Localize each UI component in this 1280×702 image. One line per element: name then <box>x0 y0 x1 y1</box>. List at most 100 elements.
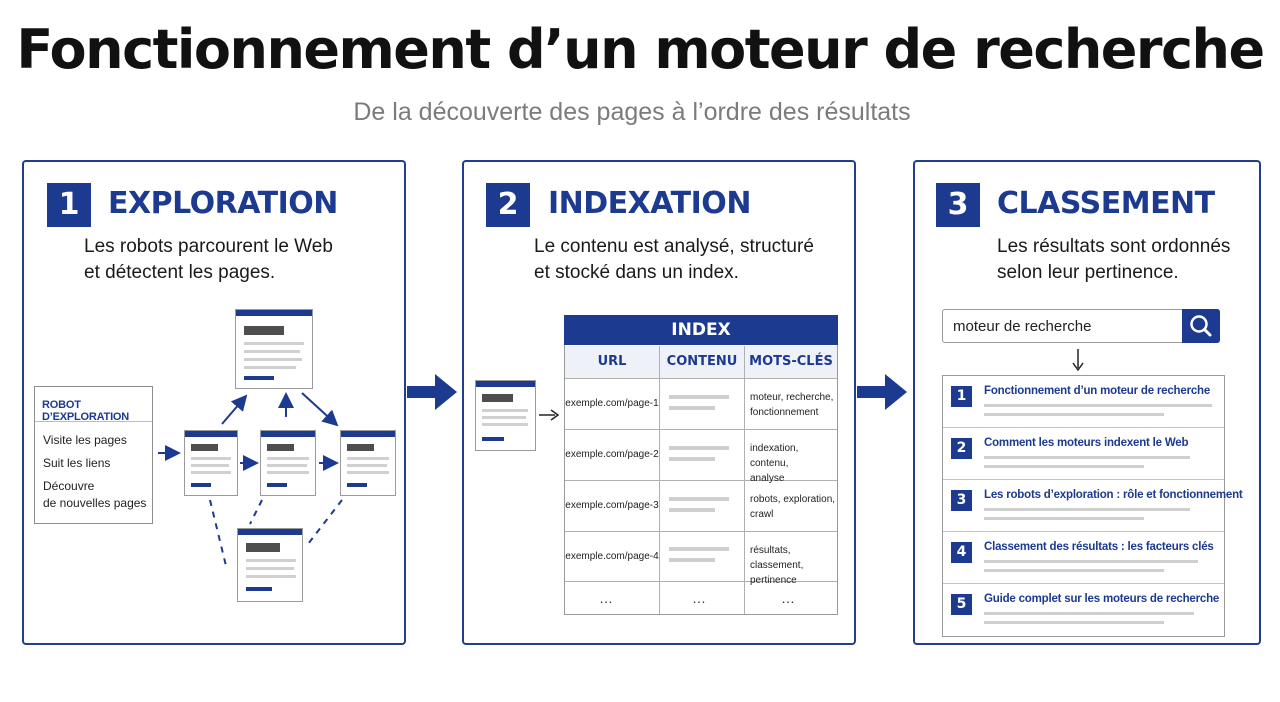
keywords-line: résultats, classement, <box>750 545 804 571</box>
divider <box>565 480 837 481</box>
result-title[interactable]: Fonctionnement d’un moteur de recherche <box>984 385 1211 397</box>
indexation-panel: 2 INDEXATION Le contenu est analysé, str… <box>462 160 856 645</box>
result-rank: 5 <box>951 594 972 615</box>
keywords-cell: indexation, contenu, analyse <box>750 441 836 486</box>
divider <box>565 429 837 430</box>
link-arrow <box>221 394 248 425</box>
result-rank: 4 <box>951 542 972 563</box>
page-subtitle: De la découverte des pages à l’ordre des… <box>353 98 911 126</box>
step-number-2: 2 <box>486 183 530 227</box>
desc-line: Les robots parcourent le Web <box>84 236 333 257</box>
web-page-thumbnail <box>237 528 303 602</box>
dashed-link <box>209 499 228 571</box>
url-cell: exemple.com/page-3 <box>565 500 659 511</box>
search-result[interactable]: 4 Classement des résultats : les facteur… <box>943 532 1224 584</box>
page-title: Fonctionnement d’un moteur de recherche <box>16 18 1265 81</box>
search-results-list: 1 Fonctionnement d’un moteur de recherch… <box>942 375 1243 637</box>
web-page-thumbnail <box>260 430 316 496</box>
web-page-thumbnail <box>475 380 536 451</box>
result-rank: 2 <box>951 438 972 459</box>
step-arrow-2-to-3 <box>857 374 907 410</box>
search-button[interactable] <box>1182 309 1220 343</box>
result-snippet-placeholder <box>984 560 1198 563</box>
result-title[interactable]: Les robots d’exploration : rôle et fonct… <box>984 489 1243 501</box>
exploration-panel: 1 EXPLORATION Les robots parcourent le W… <box>22 160 406 645</box>
divider <box>565 581 837 582</box>
robot-item: Suit les liens <box>43 456 111 470</box>
url-cell: exemple.com/page-1 <box>565 398 659 409</box>
column-header-keywords: MOTS-CLÉS <box>745 346 837 378</box>
keywords-line: moteur, recherche, <box>750 392 834 403</box>
desc-line: et détectent les pages. <box>84 262 276 283</box>
robot-item: Visite les pages <box>43 433 127 447</box>
keywords-line: robots, exploration, <box>750 494 836 505</box>
search-box[interactable]: moteur de recherche <box>942 309 1220 343</box>
crawler-robot-box: ROBOT D’EXPLORATION Visite les pages Sui… <box>34 386 153 524</box>
url-cell: exemple.com/page-2 <box>565 449 659 460</box>
robot-title: ROBOT D’EXPLORATION <box>42 399 130 423</box>
content-placeholder <box>669 406 715 410</box>
keywords-line: pertinence <box>750 575 797 586</box>
desc-line: Les résultats sont ordonnés <box>997 236 1231 257</box>
result-snippet-placeholder <box>984 612 1194 615</box>
content-placeholder <box>669 558 715 562</box>
web-page-thumbnail <box>235 309 313 389</box>
result-snippet-placeholder <box>984 404 1212 407</box>
search-result[interactable]: 3 Les robots d’exploration : rôle et fon… <box>943 480 1243 532</box>
result-snippet-placeholder <box>984 413 1164 416</box>
result-title[interactable]: Classement des résultats : les facteurs … <box>984 541 1214 553</box>
ellipsis: … <box>781 590 796 606</box>
ranking-panel: 3 CLASSEMENT Les résultats sont ordonnés… <box>913 160 1261 645</box>
search-query[interactable]: moteur de recherche <box>953 318 1092 335</box>
result-snippet-placeholder <box>984 517 1144 520</box>
divider <box>565 378 837 379</box>
search-result[interactable]: 5 Guide complet sur les moteurs de reche… <box>943 584 1224 636</box>
step-arrow-1-to-2 <box>407 374 457 410</box>
result-rank: 3 <box>951 490 972 511</box>
step-description-exploration: Les robots parcourent le Web et détecten… <box>84 234 333 286</box>
index-table-title: INDEX <box>564 315 838 345</box>
ellipsis: … <box>599 590 614 606</box>
content-placeholder <box>669 508 715 512</box>
step-description-indexation: Le contenu est analysé, structuré et sto… <box>534 234 814 286</box>
robot-item: de nouvelles pages <box>43 496 147 510</box>
result-snippet-placeholder <box>984 621 1164 624</box>
keywords-line: analyse <box>750 473 785 484</box>
divider <box>35 421 152 422</box>
search-result[interactable]: 1 Fonctionnement d’un moteur de recherch… <box>943 376 1224 428</box>
result-title[interactable]: Comment les moteurs indexent le Web <box>984 437 1189 449</box>
step-number-3: 3 <box>936 183 980 227</box>
robot-item: Découvre <box>43 479 95 493</box>
keywords-cell: robots, exploration, crawl <box>750 492 836 522</box>
divider <box>565 531 837 532</box>
content-placeholder <box>669 395 729 399</box>
arrow-page-to-index <box>539 409 560 421</box>
column-header-content: CONTENU <box>660 346 744 378</box>
content-placeholder <box>669 547 729 551</box>
result-snippet-placeholder <box>984 569 1164 572</box>
desc-line: Le contenu est analysé, structuré <box>534 236 814 257</box>
link-graph <box>158 392 343 571</box>
result-snippet-placeholder <box>984 456 1190 459</box>
web-page-thumbnail <box>340 430 396 496</box>
step-number-1: 1 <box>47 183 91 227</box>
link-arrow <box>301 392 339 427</box>
dashed-link <box>307 499 343 545</box>
arrow-down-icon <box>1072 349 1084 372</box>
keywords-line: indexation, contenu, <box>750 443 799 469</box>
result-rank: 1 <box>951 386 972 407</box>
search-result[interactable]: 2 Comment les moteurs indexent le Web <box>943 428 1224 480</box>
desc-line: selon leur pertinence. <box>997 262 1179 283</box>
keywords-cell: moteur, recherche, fonctionnement <box>750 390 836 420</box>
step-description-ranking: Les résultats sont ordonnés selon leur p… <box>997 234 1230 286</box>
web-page-thumbnail <box>184 430 238 496</box>
column-header-url: URL <box>565 346 659 378</box>
content-placeholder <box>669 457 715 461</box>
search-icon <box>1190 315 1212 337</box>
ellipsis: … <box>692 590 707 606</box>
keywords-cell: résultats, classement, pertinence <box>750 543 836 588</box>
result-title[interactable]: Guide complet sur les moteurs de recherc… <box>984 593 1220 605</box>
step-title-exploration: EXPLORATION <box>108 186 338 221</box>
result-snippet-placeholder <box>984 465 1144 468</box>
keywords-line: crawl <box>750 509 774 520</box>
